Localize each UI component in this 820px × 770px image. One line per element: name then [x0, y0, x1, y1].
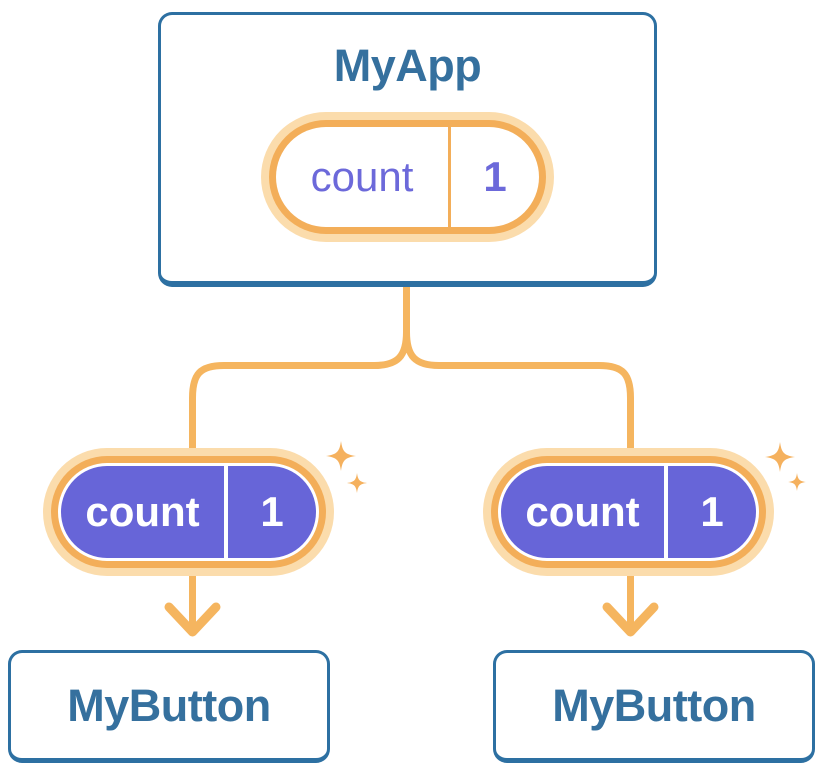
pill-divider: [664, 466, 668, 558]
arrow-down-icon-right: [602, 602, 659, 637]
state-value: 1: [483, 153, 507, 200]
state-pill-root: count 1: [261, 112, 554, 242]
component-card-mybutton-left: MyButton: [8, 650, 330, 763]
state-value: 1: [260, 488, 284, 535]
component-card-mybutton-right: MyButton: [493, 650, 815, 763]
sparkle-icon-left: [326, 441, 367, 493]
state-pill-ring: count 1: [491, 456, 766, 568]
component-title-myapp: MyApp: [333, 40, 482, 91]
component-title-mybutton: MyButton: [552, 679, 756, 731]
state-label: count: [310, 153, 414, 200]
state-label: count: [525, 488, 640, 535]
state-pill-left-child: count 1: [43, 448, 334, 576]
state-value: 1: [700, 488, 724, 535]
component-card-myapp: MyApp count 1: [158, 12, 657, 287]
component-title-mybutton: MyButton: [67, 679, 271, 731]
state-pill-ring: count 1: [51, 456, 326, 568]
pill-divider: [224, 466, 228, 558]
state-label: count: [85, 488, 200, 535]
arrow-down-icon-left: [164, 602, 221, 637]
sparkle-icon-right: [765, 442, 806, 491]
state-pill-right-child: count 1: [483, 448, 774, 576]
pill-divider: [448, 127, 451, 227]
state-pill-ring: count 1: [269, 120, 546, 234]
connector-right-branch: [403, 283, 634, 630]
